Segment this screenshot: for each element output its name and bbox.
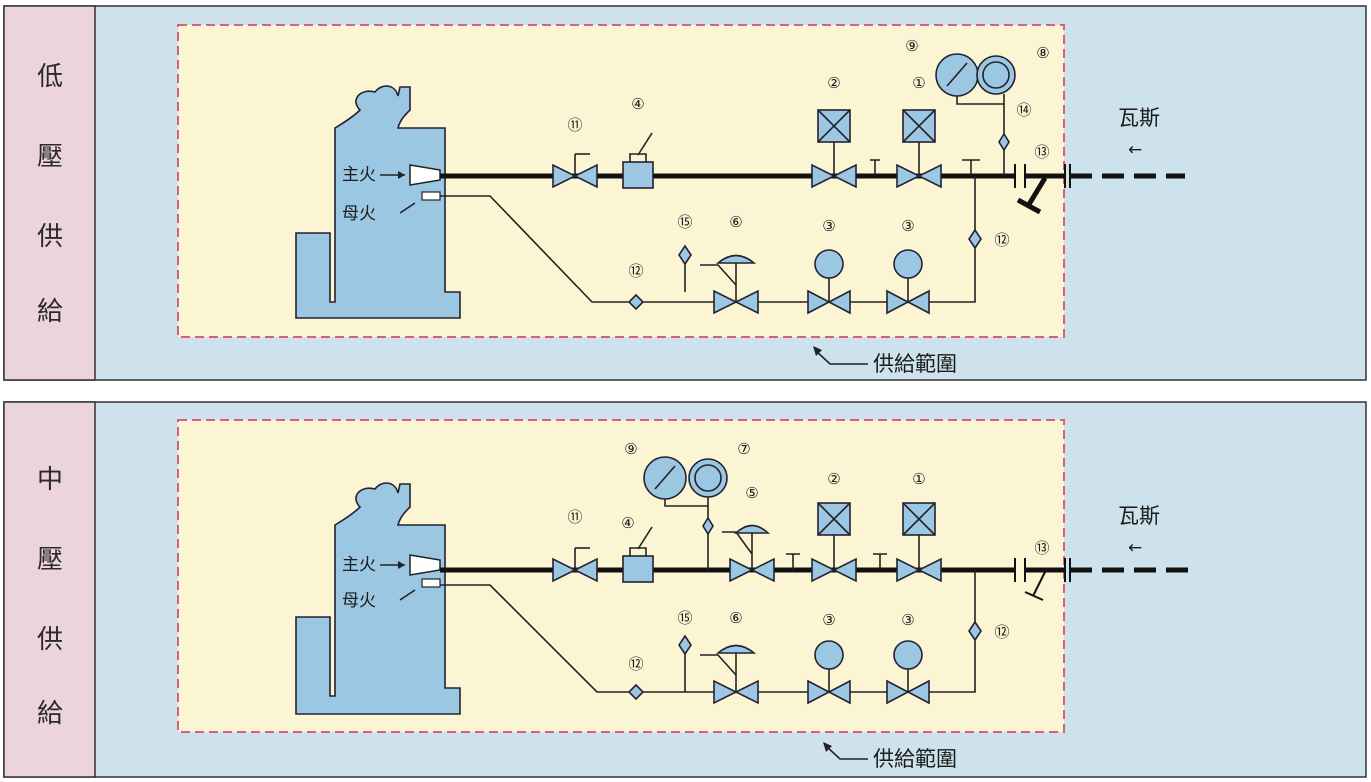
pilot-flame-arrow xyxy=(399,202,416,214)
main-burner-icon xyxy=(409,164,441,186)
component-number: ⑨ xyxy=(624,440,637,458)
strainer-icon xyxy=(622,526,654,583)
component-number: ⑮ xyxy=(677,609,692,627)
pressure-switch-ring xyxy=(694,464,722,492)
pilot-solenoid-valve-icon xyxy=(807,249,851,315)
component-number: ③ xyxy=(822,217,835,235)
component-number: ⑫ xyxy=(628,262,643,280)
component-number: ① xyxy=(912,74,925,92)
side-label-char: 給 xyxy=(37,297,63,327)
component-number: ④ xyxy=(631,95,644,113)
governor-valve-icon xyxy=(700,644,759,705)
component-number: ⑨ xyxy=(905,37,918,55)
pilot-flame-arrow xyxy=(399,589,416,601)
boiler-icon xyxy=(295,85,461,319)
pilot-gas-pipe xyxy=(440,570,976,693)
component-number: ⑥ xyxy=(729,609,742,627)
component-number: ⑫ xyxy=(628,655,643,673)
pilot-solenoid-valve-icon xyxy=(886,249,930,315)
gas-arrow: ← xyxy=(1128,140,1142,160)
gauge-tubing xyxy=(664,497,709,518)
strainer-icon xyxy=(622,132,654,189)
component-number: ⑫ xyxy=(994,231,1009,249)
gas-label: 瓦斯 xyxy=(1118,504,1160,528)
pilot-cock-icon xyxy=(627,683,645,701)
pilot-solenoid-valve-icon xyxy=(886,640,930,705)
arrow-head xyxy=(823,742,832,752)
component-number: ⑬ xyxy=(1034,539,1049,557)
scope-pointer-arrow xyxy=(814,349,868,365)
drain-valve-handle xyxy=(1016,197,1042,215)
supply-scope-label: 供給範圍 xyxy=(873,352,957,376)
pilot-cock-icon xyxy=(627,293,645,311)
solenoid-valve-icon xyxy=(896,109,942,189)
boiler-icon xyxy=(295,482,461,715)
gauge-needle xyxy=(654,465,676,490)
solenoid-valve-icon xyxy=(811,502,857,583)
pilot-burner-icon xyxy=(421,191,441,201)
side-label-box xyxy=(3,5,96,381)
drain-valve-icon xyxy=(1025,176,1048,208)
arrow-head xyxy=(813,346,822,356)
side-label-char: 低 xyxy=(37,62,63,92)
test-port-icon xyxy=(870,159,880,176)
low-pressure-panel: 低 壓 供 給 主火 母火 xyxy=(3,5,1367,381)
component-number: ⑤ xyxy=(745,484,758,502)
component-number: ④ xyxy=(621,514,634,532)
main-governor-icon xyxy=(722,524,775,583)
component-number: ⑥ xyxy=(729,213,742,231)
component-number: ⑮ xyxy=(677,213,692,231)
test-port-icon xyxy=(786,553,800,570)
governor-valve-icon xyxy=(700,254,759,315)
test-port-icon xyxy=(962,159,980,176)
component-number: ⑬ xyxy=(1034,143,1049,161)
pilot-flame-label: 母火 xyxy=(342,204,376,224)
side-label-char: 供 xyxy=(37,625,63,655)
scope-pointer-arrow xyxy=(825,745,868,760)
manual-valve-icon xyxy=(552,547,598,583)
pilot-cock-icon xyxy=(968,228,982,250)
component-number: ⑭ xyxy=(1016,101,1031,119)
pressure-switch-ring xyxy=(982,61,1010,89)
component-number: ① xyxy=(912,470,925,488)
component-number: ⑦ xyxy=(737,440,750,458)
component-number: ⑧ xyxy=(1036,44,1049,62)
gauge-tubing xyxy=(956,94,1005,135)
component-number: ⑪ xyxy=(567,116,582,134)
side-label-char: 壓 xyxy=(37,545,63,575)
side-label-char: 供 xyxy=(37,222,63,252)
manual-valve-icon xyxy=(552,153,598,189)
side-label-char: 給 xyxy=(37,699,63,729)
main-flame-label: 主火 xyxy=(342,555,376,575)
component-number: ⑪ xyxy=(567,508,582,526)
component-number: ③ xyxy=(901,611,914,629)
arrow-head xyxy=(398,171,405,179)
supply-scope-label: 供給範圍 xyxy=(873,747,957,771)
gas-arrow: ← xyxy=(1128,538,1142,558)
drain-valve-icon xyxy=(1032,571,1046,597)
drain-valve-handle xyxy=(1024,591,1044,601)
component-number: ② xyxy=(827,74,840,92)
pilot-cock-icon xyxy=(968,620,982,642)
pilot-solenoid-valve-icon xyxy=(807,640,851,705)
pilot-burner-icon xyxy=(421,578,441,588)
side-label-char: 中 xyxy=(37,465,63,495)
arrow-head xyxy=(398,561,405,569)
component-number: ③ xyxy=(822,611,835,629)
gas-label: 瓦斯 xyxy=(1118,106,1160,130)
pilot-gas-pipe xyxy=(440,176,976,303)
test-port-icon xyxy=(873,553,887,570)
component-number: ⑫ xyxy=(994,623,1009,641)
side-label-box xyxy=(3,401,96,778)
gauge-needle xyxy=(946,62,968,87)
side-label-char: 壓 xyxy=(37,142,63,172)
medium-pressure-panel: 中 壓 供 給 主火 母火 xyxy=(3,401,1367,778)
pilot-flame-label: 母火 xyxy=(342,591,376,611)
component-number: ② xyxy=(827,470,840,488)
solenoid-valve-icon xyxy=(896,502,942,583)
component-number: ③ xyxy=(901,217,914,235)
main-flame-label: 主火 xyxy=(342,165,376,185)
solenoid-valve-icon xyxy=(811,109,857,189)
